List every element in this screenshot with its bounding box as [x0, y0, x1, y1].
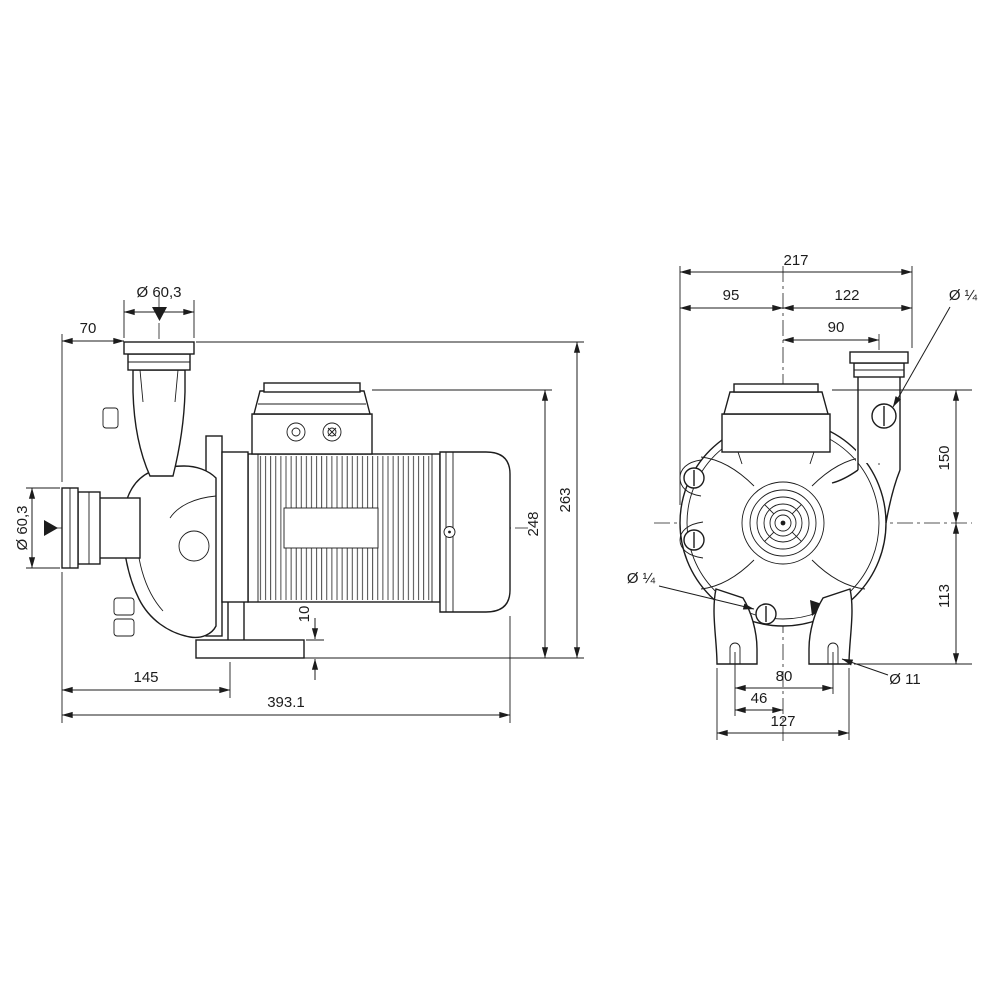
dim-label-lower-height: 113: [936, 584, 953, 608]
side-view: Ø 60,3 70 Ø 60,3 248: [14, 284, 584, 723]
dim-left-width-95: 95: [679, 287, 784, 312]
dim-label-bolt-span: 80: [776, 668, 793, 685]
dim-total-length: 393.1: [61, 616, 511, 723]
dim-label-drain-plug: Ø ¼: [627, 570, 656, 587]
flow-direction-arrow: [152, 307, 167, 321]
dim-label-total-width: 217: [783, 252, 808, 269]
dim-label-foot-width: 127: [770, 713, 795, 730]
side-plugs: [679, 459, 825, 625]
dim-label-suction-diameter: Ø 60,3: [14, 505, 31, 550]
dim-bolt-span-80: 80: [734, 652, 834, 716]
fan-cover: [439, 451, 511, 613]
nameplate: [283, 507, 379, 549]
dim-bolt-hole-diameter: Ø 11: [841, 658, 921, 688]
dim-label-port-offset: 90: [828, 319, 845, 336]
dim-label-bolt-hole-diameter: Ø 11: [889, 671, 920, 688]
dim-label-vent-plug: Ø ¼: [949, 287, 978, 304]
motor-body: [247, 453, 441, 603]
terminal-box: [251, 382, 373, 455]
side-view-dimensions: Ø 60,3 70 Ø 60,3 248: [14, 284, 584, 723]
discharge-pipe-front: [831, 351, 909, 524]
base-plate: [195, 639, 305, 659]
dim-suction-diameter: Ø 60,3: [14, 487, 60, 569]
front-view-dimensions: 217 95 122 90 Ø ¼ 150: [627, 252, 978, 740]
dim-label-port-offset: 70: [80, 320, 97, 337]
dim-port-offset-70: 70: [61, 320, 125, 482]
dim-foot-thickness-10: 10: [296, 606, 324, 680]
dim-bolt-offset-46: 46: [734, 690, 784, 714]
dim-label-left-width: 95: [723, 287, 740, 304]
cable-gland: [286, 422, 306, 442]
casing-lug: [113, 597, 135, 616]
bolt-slot: [827, 642, 839, 649]
dim-label-right-width: 122: [834, 287, 859, 304]
dim-label-total-height: 263: [557, 487, 574, 512]
dim-label-foot-thickness: 10: [296, 606, 313, 623]
dim-total-height-263: 263: [196, 341, 584, 659]
casing-lug: [113, 618, 135, 637]
pump-housing-front: [679, 419, 887, 627]
dim-label-height-248: 248: [525, 511, 542, 536]
dim-lower-height-113: 113: [854, 522, 972, 665]
suction-port: [61, 487, 141, 569]
dim-foot-width-127: 127: [716, 668, 850, 740]
terminal-box-front: [721, 383, 831, 465]
dim-height-248: 248: [304, 389, 584, 659]
shaft-hub: [741, 481, 825, 565]
dim-upper-height-150: 150: [832, 389, 972, 524]
dim-port-offset-90: 90: [782, 319, 880, 344]
dim-top-port-diameter: Ø 60,3: [123, 284, 195, 338]
bolt-slot: [729, 642, 741, 649]
front-view: 217 95 122 90 Ø ¼ 150: [627, 252, 978, 744]
discharge-port: [123, 341, 195, 477]
dim-label-bolt-offset: 46: [751, 690, 768, 707]
dim-label-length-145: 145: [133, 669, 158, 686]
dim-drain-plug: Ø ¼: [627, 570, 755, 610]
dim-label-top-port-diameter: Ø 60,3: [136, 284, 181, 301]
dim-label-total-length: 393.1: [267, 694, 305, 711]
dim-label-upper-height: 150: [936, 445, 953, 470]
dim-length-145: 145: [61, 572, 231, 698]
flow-direction-arrow: [44, 520, 58, 536]
casing-lug: [102, 407, 119, 429]
dim-right-width-122: 122: [782, 287, 913, 312]
